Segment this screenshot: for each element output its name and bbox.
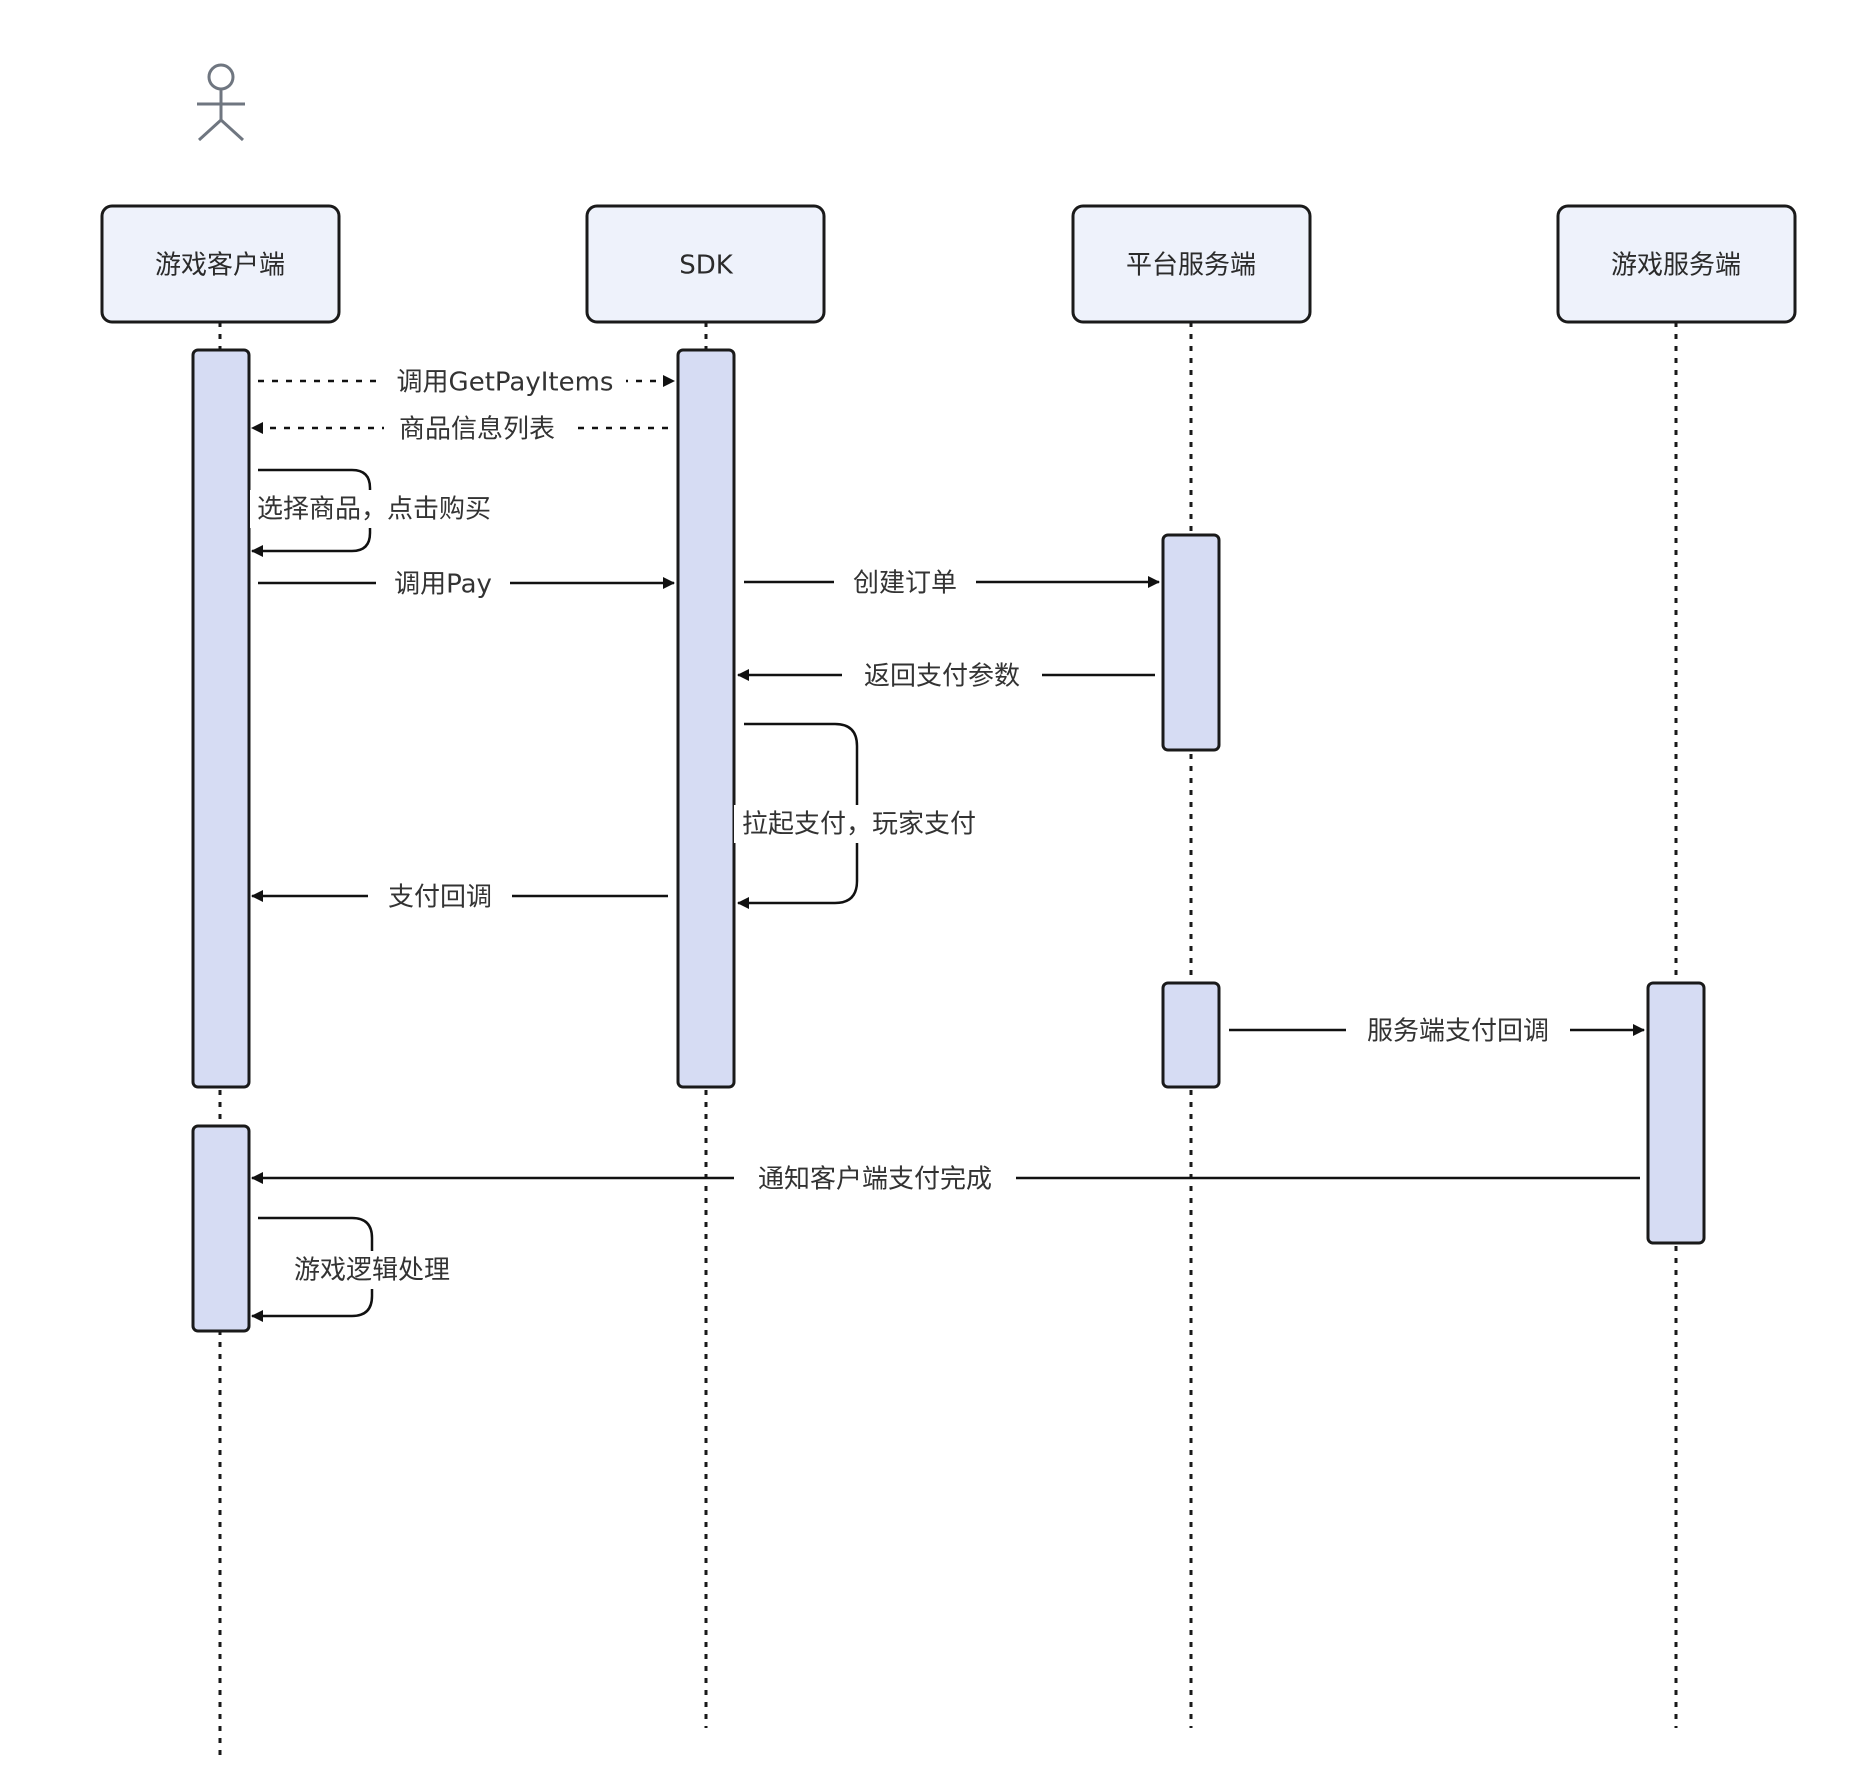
message-launch-payment: 拉起支付，玩家支付 (734, 722, 984, 909)
actor-person-icon (197, 63, 245, 142)
message-game-logic: 游戏逻辑处理 (251, 1216, 462, 1322)
message-label: 返回支付参数 (864, 662, 1020, 692)
activation-platform-1 (1161, 533, 1221, 752)
activation-sdk (676, 348, 736, 1089)
message-create-order: 创建订单 (744, 563, 1160, 601)
message-label: 游戏逻辑处理 (294, 1256, 450, 1286)
message-call-pay: 调用Pay (258, 564, 675, 602)
message-item-list: 商品信息列表 (251, 409, 668, 447)
message-notify-client: 通知客户端支付完成 (251, 1159, 1640, 1197)
message-label: 创建订单 (853, 569, 957, 599)
activation-gameserver (1646, 981, 1706, 1245)
message-label: 服务端支付回调 (1367, 1017, 1549, 1047)
participant-sdk-label: SDK (679, 251, 734, 281)
message-label: 拉起支付，玩家支付 (742, 810, 976, 840)
message-label: 支付回调 (388, 883, 492, 913)
participant-client-label: 游戏客户端 (155, 251, 285, 281)
participant-sdk: SDK (585, 204, 826, 324)
message-select-item: 选择商品，点击购买 (250, 468, 498, 557)
message-return-pay-params: 返回支付参数 (737, 656, 1155, 694)
participant-platform: 平台服务端 (1071, 204, 1312, 324)
message-label: 通知客户端支付完成 (758, 1165, 992, 1195)
message-pay-callback: 支付回调 (251, 877, 668, 915)
message-label: 调用GetPayItems (397, 368, 614, 398)
activation-platform-2 (1161, 981, 1221, 1089)
participant-platform-label: 平台服务端 (1126, 251, 1256, 281)
participant-gameserver: 游戏服务端 (1556, 204, 1797, 324)
message-label: 选择商品，点击购买 (257, 495, 491, 525)
participant-client: 游戏客户端 (100, 204, 341, 324)
activation-client-2 (191, 1124, 251, 1333)
message-get-pay-items: 调用GetPayItems (258, 362, 675, 400)
message-label: 调用Pay (394, 570, 492, 600)
activation-client-1 (191, 348, 251, 1089)
message-label: 商品信息列表 (399, 415, 555, 445)
message-server-pay-callback: 服务端支付回调 (1229, 1011, 1645, 1049)
participant-gameserver-label: 游戏服务端 (1611, 251, 1741, 281)
